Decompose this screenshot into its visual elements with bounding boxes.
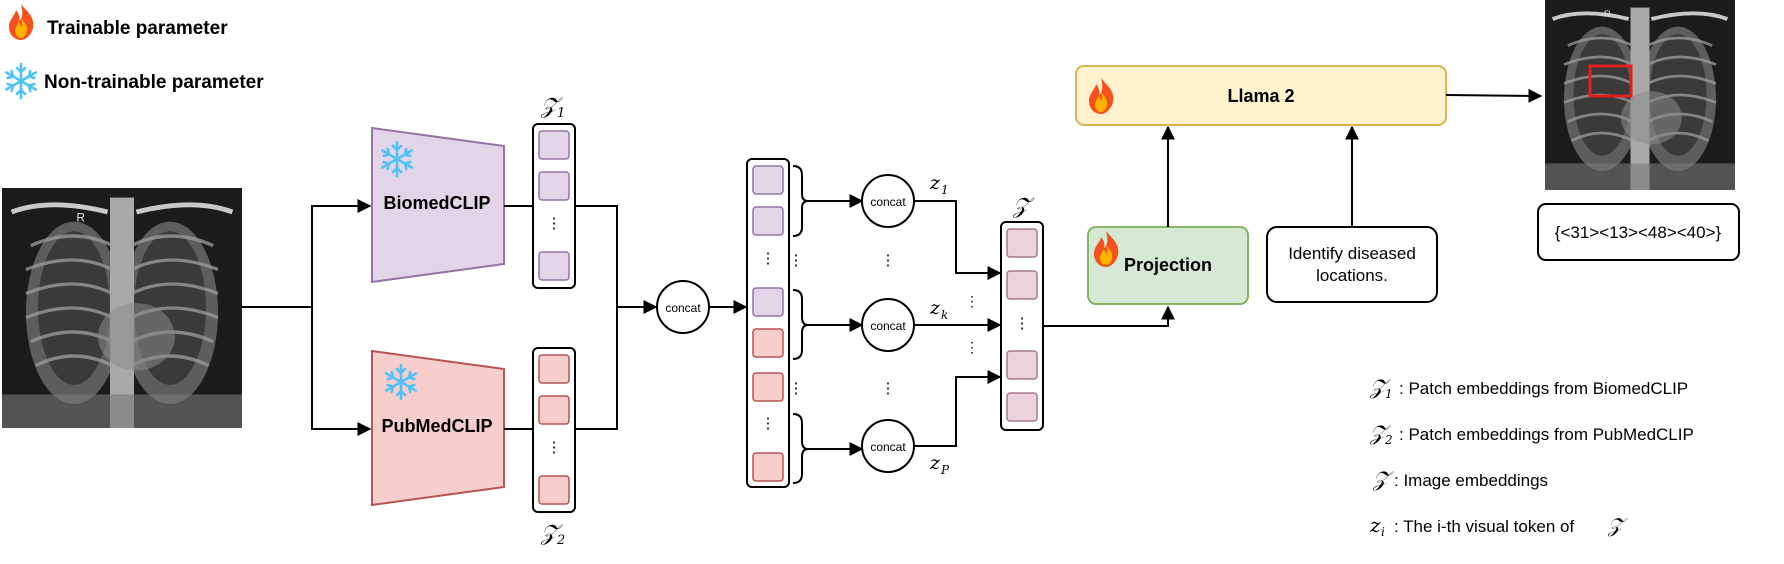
svg-text:1: 1 bbox=[1385, 387, 1393, 401]
svg-text:z: z bbox=[929, 172, 941, 194]
biomedclip-label: BiomedCLIP bbox=[383, 193, 490, 213]
output-coordinates-text: {<31><13><48><40>} bbox=[1555, 223, 1722, 242]
note-zi: z i : The i-th visual token of 𝒵 bbox=[1369, 513, 1628, 539]
pubmedclip-label: PubMedCLIP bbox=[382, 416, 493, 436]
input-connectors bbox=[242, 199, 372, 436]
svg-text:P: P bbox=[940, 463, 950, 477]
text-prompt-box: Identify diseased locations. bbox=[1266, 226, 1438, 303]
encoder-to-token-lines bbox=[504, 205, 532, 430]
visual-token-labels: z 1 z k z P bbox=[929, 172, 950, 477]
svg-text:: Patch embeddings from Biomed: : Patch embeddings from BiomedCLIP bbox=[1399, 379, 1688, 398]
z-to-projection-arrow bbox=[1043, 305, 1175, 327]
note-z1: 𝒵 1 : Patch embeddings from BiomedCLIP bbox=[1369, 375, 1688, 401]
llama2-label: Llama 2 bbox=[1227, 86, 1294, 106]
svg-text:⋮: ⋮ bbox=[789, 380, 804, 397]
notation-notes: 𝒵 1 : Patch embeddings from BiomedCLIP 𝒵… bbox=[1369, 375, 1694, 539]
biomedclip-encoder: BiomedCLIP bbox=[371, 126, 505, 284]
svg-text:2: 2 bbox=[1384, 433, 1393, 447]
svg-text:⋮: ⋮ bbox=[761, 415, 776, 432]
concat-to-z-arrows bbox=[914, 200, 1002, 447]
svg-text:R: R bbox=[1604, 9, 1611, 20]
llama2-block: Llama 2 bbox=[1075, 65, 1447, 126]
svg-text:⋮: ⋮ bbox=[965, 339, 979, 355]
svg-text:concat: concat bbox=[870, 195, 906, 209]
svg-text:: The i-th visual token of: : The i-th visual token of bbox=[1394, 517, 1574, 536]
z1-token-column: ⋮ 𝒵 1 bbox=[532, 94, 576, 289]
svg-text:z: z bbox=[929, 297, 941, 319]
z1-subscript: 1 bbox=[557, 106, 565, 121]
output-coordinates-box: {<31><13><48><40>} bbox=[1537, 203, 1740, 261]
svg-text:𝒵: 𝒵 bbox=[1372, 467, 1394, 491]
xray-marker: R bbox=[76, 211, 85, 225]
svg-text:1: 1 bbox=[941, 183, 949, 197]
output-xray-image: R bbox=[1545, 0, 1735, 190]
svg-text:⋮: ⋮ bbox=[761, 250, 776, 267]
concat-node-k: concat bbox=[861, 298, 915, 352]
fire-icon bbox=[9, 4, 34, 40]
concat-label: concat bbox=[665, 301, 701, 315]
legend: Trainable parameter Non-trainable parame… bbox=[5, 4, 264, 100]
llm-to-output-arrow bbox=[1445, 88, 1543, 103]
svg-text:: Image embeddings: : Image embeddings bbox=[1394, 471, 1548, 490]
note-z: 𝒵 : Image embeddings bbox=[1372, 467, 1548, 491]
z2-subscript: 2 bbox=[556, 533, 565, 548]
z2-token-column: ⋮ 𝒵 2 bbox=[532, 347, 576, 548]
svg-text:i: i bbox=[1381, 525, 1385, 539]
svg-text:⋮: ⋮ bbox=[881, 252, 896, 269]
svg-text:z: z bbox=[1369, 513, 1381, 537]
note-z2: 𝒵 2 : Patch embeddings from PubMedCLIP bbox=[1369, 421, 1694, 447]
snowflake-icon bbox=[5, 62, 38, 100]
svg-text:: Patch embeddings from PubMed: : Patch embeddings from PubMedCLIP bbox=[1399, 425, 1694, 444]
z-image-embedding-column: ⋮ 𝒵 bbox=[1000, 194, 1044, 431]
svg-text:⋮: ⋮ bbox=[881, 380, 896, 397]
svg-text:𝒵: 𝒵 bbox=[1607, 513, 1628, 537]
projection-block: Projection bbox=[1087, 226, 1249, 305]
brace-to-concat-arrows bbox=[808, 194, 864, 456]
predicted-bounding-box bbox=[1588, 64, 1633, 98]
z-side-dots: ⋮ ⋮ bbox=[965, 293, 979, 355]
brace-dots: ⋮ ⋮ bbox=[789, 252, 804, 397]
svg-text:⋮: ⋮ bbox=[547, 215, 562, 232]
prompt-line-1: Identify diseased bbox=[1288, 244, 1416, 263]
pubmedclip-encoder: PubMedCLIP bbox=[371, 349, 505, 507]
legend-non-trainable-label: Non-trainable parameter bbox=[44, 72, 264, 93]
group-braces bbox=[792, 165, 809, 484]
z-symbol: 𝒵 bbox=[1012, 194, 1035, 219]
svg-text:⋮: ⋮ bbox=[789, 252, 804, 269]
concat-node-merge: concat bbox=[656, 280, 710, 334]
concat-node-P: concat bbox=[861, 419, 915, 473]
svg-text:⋮: ⋮ bbox=[965, 293, 979, 309]
interleaved-token-column: ⋮ ⋮ bbox=[746, 158, 790, 488]
svg-text:𝒵: 𝒵 bbox=[1369, 375, 1391, 399]
svg-text:concat: concat bbox=[870, 440, 906, 454]
svg-text:concat: concat bbox=[870, 319, 906, 333]
svg-text:𝒵: 𝒵 bbox=[1369, 421, 1391, 445]
input-xray-image: R bbox=[2, 188, 242, 428]
prompt-line-2: locations. bbox=[1316, 266, 1388, 285]
svg-text:k: k bbox=[941, 308, 948, 322]
svg-text:z: z bbox=[929, 452, 941, 474]
svg-text:⋮: ⋮ bbox=[547, 439, 562, 456]
z1-symbol: 𝒵 bbox=[540, 94, 563, 119]
column-to-concat-lines bbox=[575, 205, 658, 430]
projection-label: Projection bbox=[1124, 255, 1212, 275]
legend-trainable-label: Trainable parameter bbox=[47, 18, 228, 39]
z2-symbol: 𝒵 bbox=[540, 521, 563, 546]
svg-text:⋮: ⋮ bbox=[1015, 315, 1030, 332]
concat-node-1: concat bbox=[861, 174, 915, 228]
